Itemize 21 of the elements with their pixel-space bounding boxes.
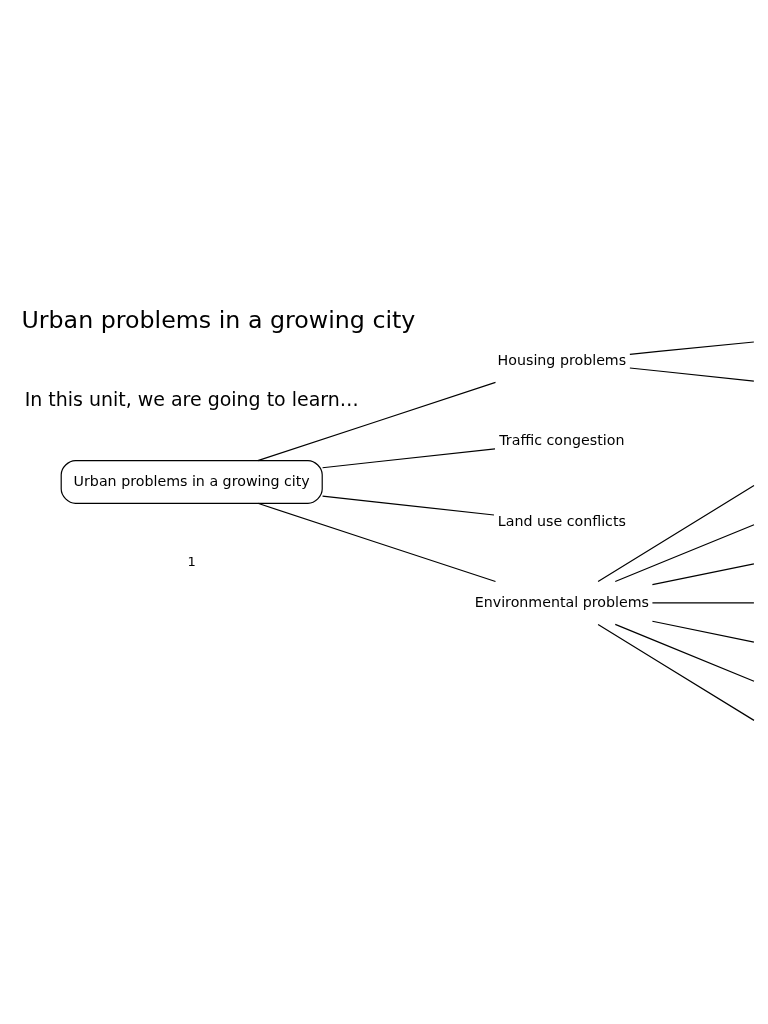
connector: [597, 623, 755, 721]
connector: [651, 601, 754, 604]
node-text: Land use conflicts: [497, 512, 626, 529]
node-text: Environmental problems: [474, 593, 649, 610]
node-text: Housing problems: [497, 351, 626, 368]
diagram-title: Urban problems in a growing city: [20, 305, 415, 334]
node-text: Traffic congestion: [498, 431, 624, 448]
connector: [597, 484, 755, 582]
connector: [321, 447, 496, 468]
connector: [256, 502, 496, 582]
connector: [651, 620, 754, 643]
connector: [628, 366, 754, 382]
connector: [614, 623, 755, 682]
label: 1: [187, 553, 196, 569]
connector: [614, 523, 755, 582]
connector: [628, 340, 754, 355]
connector: [321, 495, 495, 516]
connector: [651, 562, 754, 585]
connector: [256, 381, 496, 461]
label: In this unit, we are going to learn…: [24, 387, 359, 410]
node-box: Urban problems in a growing city: [60, 459, 323, 504]
